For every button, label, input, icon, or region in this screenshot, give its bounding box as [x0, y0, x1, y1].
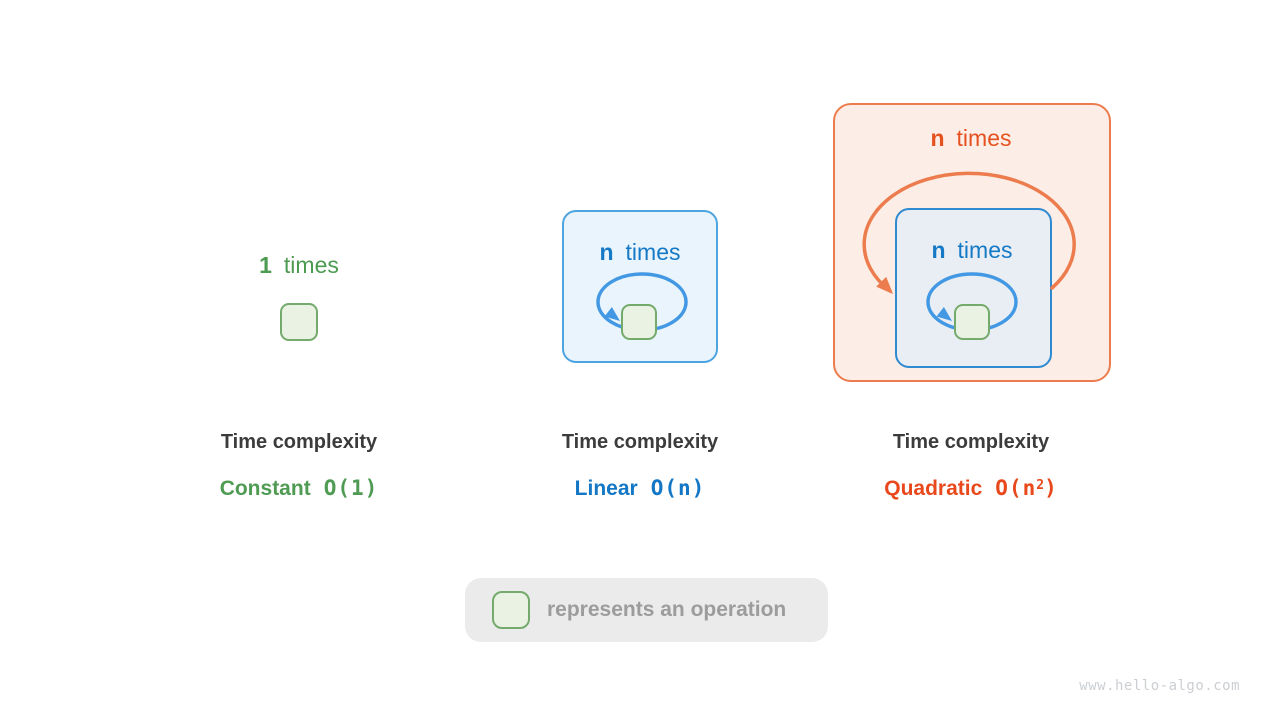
operation-square-icon: [621, 304, 657, 340]
legend: represents an operation: [465, 578, 828, 642]
constant-big-o: O(1): [323, 476, 379, 500]
quadratic-complexity-label: Quadratic O(n2): [846, 474, 1096, 501]
quadratic-inner-loop-box: [895, 208, 1052, 368]
constant-count: 1: [259, 252, 272, 278]
operation-square-icon: [954, 304, 990, 340]
quadratic-big-o: O(n2): [995, 476, 1058, 500]
quadratic-inner-times-word: times: [957, 237, 1013, 263]
linear-times-word: times: [625, 239, 681, 265]
linear-title: Time complexity: [561, 431, 719, 453]
watermark: www.hello-algo.com: [1079, 678, 1240, 694]
quadratic-name: Quadratic: [884, 477, 983, 500]
quadratic-inner-count: n: [931, 237, 946, 263]
legend-text: represents an operation: [547, 598, 787, 621]
constant-title: Time complexity: [220, 431, 378, 453]
constant-name: Constant: [219, 477, 311, 500]
quadratic-outer-count: n: [930, 125, 945, 151]
operation-square-icon: [280, 303, 318, 341]
quadratic-outer-times-word: times: [956, 125, 1012, 151]
linear-big-o: O(n): [650, 476, 706, 500]
operation-square-icon: [492, 591, 530, 629]
linear-loop-box: [562, 210, 718, 363]
quadratic-title: Time complexity: [892, 431, 1050, 453]
linear-complexity-label: Linear O(n): [515, 474, 765, 501]
constant-times-word: times: [283, 252, 339, 278]
linear-count: n: [599, 239, 614, 265]
constant-complexity-label: Constant O(1): [174, 474, 424, 501]
linear-name: Linear: [574, 477, 638, 500]
constant-times-label: 1 times: [199, 251, 399, 279]
